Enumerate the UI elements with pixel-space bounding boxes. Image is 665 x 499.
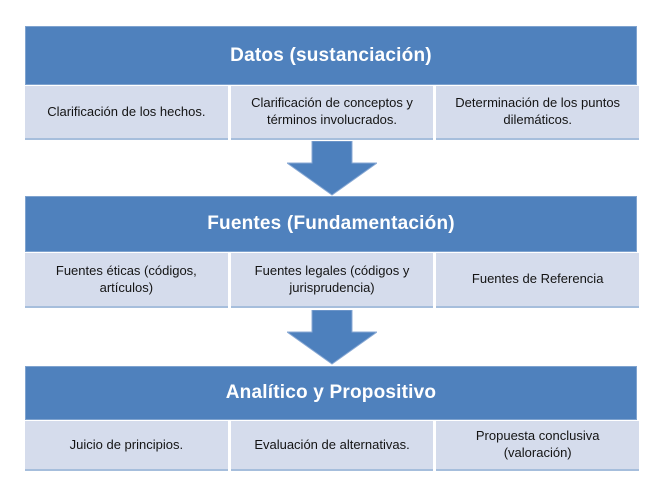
- section-row-analitico: Juicio de principios. Evaluación de alte…: [25, 421, 640, 471]
- diagram-cell: Fuentes éticas (códigos, artículos): [25, 253, 228, 308]
- diagram-cell: Clarificación de los hechos.: [25, 86, 228, 140]
- down-arrow-icon: [285, 140, 379, 196]
- diagram-cell: Fuentes legales (códigos y jurisprudenci…: [230, 253, 434, 308]
- diagram-cell: Propuesta conclusiva (valoración): [436, 421, 640, 471]
- section-header-analitico: Analítico y Propositivo: [25, 366, 637, 420]
- section-row-datos: Clarificación de los hechos. Clarificaci…: [25, 86, 640, 140]
- diagram-cell: Evaluación de alternativas.: [230, 421, 434, 471]
- diagram-cell: Juicio de principios.: [25, 421, 228, 471]
- section-row-fuentes: Fuentes éticas (códigos, artículos) Fuen…: [25, 253, 640, 308]
- section-title: Analítico y Propositivo: [225, 382, 437, 403]
- diagram-cell: Clarificación de conceptos y términos in…: [230, 86, 434, 140]
- section-title: Datos (sustanciación): [230, 44, 432, 66]
- section-header-datos: Datos (sustanciación): [25, 26, 637, 85]
- diagram-cell: Determinación de los puntos dilemáticos.: [436, 86, 640, 140]
- diagram-cell: Fuentes de Referencia: [436, 253, 640, 308]
- down-arrow-icon: [285, 309, 379, 365]
- section-title: Fuentes (Fundamentación): [207, 213, 455, 234]
- section-header-fuentes: Fuentes (Fundamentación): [25, 196, 637, 252]
